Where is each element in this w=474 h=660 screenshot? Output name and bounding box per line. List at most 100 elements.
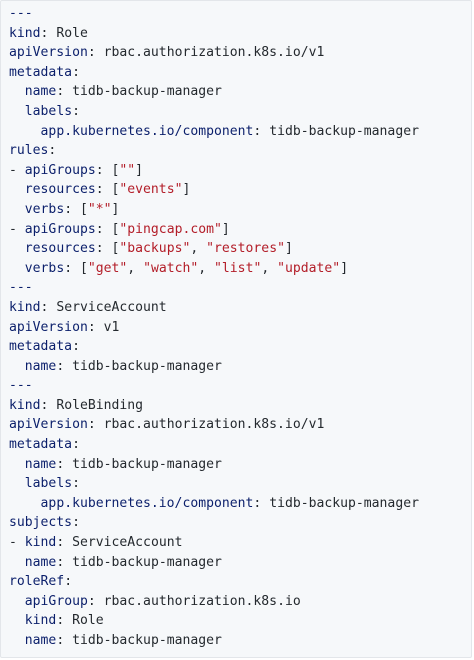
yaml-punctuation xyxy=(9,84,25,99)
yaml-punctuation: ] xyxy=(135,162,144,178)
yaml-punctuation: : xyxy=(72,476,80,492)
code-line: kind: Role xyxy=(9,611,471,631)
yaml-key: resources xyxy=(24,182,96,198)
yaml-document-separator: --- xyxy=(9,280,33,296)
yaml-punctuation xyxy=(9,124,41,139)
yaml-punctuation xyxy=(9,496,41,511)
yaml-punctuation: : xyxy=(72,339,80,355)
yaml-punctuation: : xyxy=(40,25,57,41)
yaml-string: "" xyxy=(119,162,136,178)
yaml-key: apiVersion xyxy=(9,45,88,61)
yaml-value: RoleBinding xyxy=(56,397,144,413)
yaml-value: Role xyxy=(56,25,88,41)
yaml-punctuation: : [ xyxy=(64,260,88,276)
yaml-punctuation: : xyxy=(40,397,57,413)
yaml-punctuation: : [ xyxy=(95,221,120,237)
code-line: apiVersion: rbac.authorization.k8s.io/v1 xyxy=(9,415,471,435)
yaml-key: verbs xyxy=(24,201,65,217)
code-line: metadata: xyxy=(9,63,471,83)
yaml-key: apiGroups xyxy=(24,221,96,237)
yaml-punctuation: , xyxy=(127,260,144,276)
yaml-punctuation: : xyxy=(64,574,73,590)
code-line: kind: ServiceAccount xyxy=(9,298,471,318)
code-line: subjects: xyxy=(9,513,471,533)
yaml-punctuation xyxy=(9,555,25,570)
yaml-value: tidb-backup-manager xyxy=(269,123,419,139)
yaml-punctuation: ] xyxy=(284,241,293,257)
yaml-punctuation: : xyxy=(48,143,57,159)
yaml-value: ServiceAccount xyxy=(56,299,167,315)
code-line: - apiGroups: ["pingcap.com"] xyxy=(9,220,471,240)
yaml-value: rbac.authorization.k8s.io/v1 xyxy=(103,417,325,433)
yaml-punctuation: : xyxy=(72,64,80,80)
yaml-punctuation: - xyxy=(9,221,25,237)
yaml-key: subjects xyxy=(9,515,73,531)
yaml-punctuation: : xyxy=(72,437,80,453)
code-line: - apiGroups: [""] xyxy=(9,161,471,181)
yaml-string: "get" xyxy=(87,260,128,276)
yaml-string: "watch" xyxy=(143,260,199,276)
code-line: resources: ["backups", "restores"] xyxy=(9,239,471,259)
yaml-punctuation xyxy=(9,202,25,217)
yaml-punctuation xyxy=(9,359,25,374)
code-line: verbs: ["*"] xyxy=(9,200,471,220)
yaml-string: "list" xyxy=(214,260,262,276)
yaml-punctuation xyxy=(9,476,25,491)
yaml-punctuation: : [ xyxy=(95,241,120,257)
yaml-key: rules xyxy=(9,143,49,159)
code-line: apiVersion: v1 xyxy=(9,318,471,338)
yaml-key: name xyxy=(24,633,57,648)
yaml-punctuation: : xyxy=(56,633,73,648)
yaml-punctuation: : xyxy=(56,358,73,374)
yaml-key: app.kubernetes.io/component xyxy=(40,123,254,139)
yaml-punctuation: - xyxy=(9,162,25,178)
yaml-key: metadata xyxy=(9,64,73,80)
code-line: metadata: xyxy=(9,435,471,455)
yaml-punctuation: ] xyxy=(221,221,230,237)
yaml-punctuation xyxy=(9,182,25,197)
yaml-string: "restores" xyxy=(206,241,285,257)
code-line: app.kubernetes.io/component: tidb-backup… xyxy=(9,122,471,142)
code-line: labels: xyxy=(9,474,471,494)
yaml-string: "events" xyxy=(119,182,183,198)
yaml-value: tidb-backup-manager xyxy=(72,456,222,472)
yaml-punctuation: : xyxy=(56,535,73,551)
yaml-key: kind xyxy=(9,25,41,41)
yaml-punctuation: : [ xyxy=(95,162,120,178)
yaml-key: apiVersion xyxy=(9,319,88,335)
yaml-value: v1 xyxy=(103,319,120,335)
yaml-value: tidb-backup-manager xyxy=(72,84,222,100)
yaml-string: "backups" xyxy=(119,241,191,257)
code-line: --- xyxy=(9,278,471,298)
yaml-key: kind xyxy=(24,535,57,551)
yaml-value: rbac.authorization.k8s.io xyxy=(103,593,301,609)
code-line: name: tidb-backup-manager xyxy=(9,631,471,651)
code-line: --- xyxy=(9,4,471,24)
code-line: - kind: ServiceAccount xyxy=(9,533,471,553)
yaml-value: tidb-backup-manager xyxy=(269,495,419,511)
yaml-punctuation: : [ xyxy=(64,201,88,217)
yaml-key: name xyxy=(24,456,57,472)
yaml-punctuation: , xyxy=(198,260,215,276)
yaml-key: name xyxy=(24,358,57,374)
yaml-key: labels xyxy=(24,476,73,492)
code-line: resources: ["events"] xyxy=(9,180,471,200)
yaml-value: tidb-backup-manager xyxy=(72,554,222,570)
yaml-document-separator: --- xyxy=(9,6,33,21)
yaml-punctuation: : xyxy=(253,123,270,139)
yaml-punctuation: : xyxy=(87,45,104,61)
yaml-punctuation: : xyxy=(56,456,73,472)
code-line: kind: Role xyxy=(9,24,471,44)
yaml-value: ServiceAccount xyxy=(72,535,183,551)
yaml-key: metadata xyxy=(9,339,73,355)
code-line: roleRef: xyxy=(9,572,471,592)
yaml-punctuation: : xyxy=(56,554,73,570)
yaml-string: "*" xyxy=(87,201,112,217)
yaml-string: "update" xyxy=(277,260,341,276)
code-line: rules: xyxy=(9,141,471,161)
yaml-punctuation: : xyxy=(40,299,57,315)
yaml-key: apiGroup xyxy=(24,593,88,609)
code-line: apiGroup: rbac.authorization.k8s.io xyxy=(9,592,471,612)
code-line: app.kubernetes.io/component: tidb-backup… xyxy=(9,494,471,514)
yaml-punctuation: : xyxy=(72,103,80,119)
